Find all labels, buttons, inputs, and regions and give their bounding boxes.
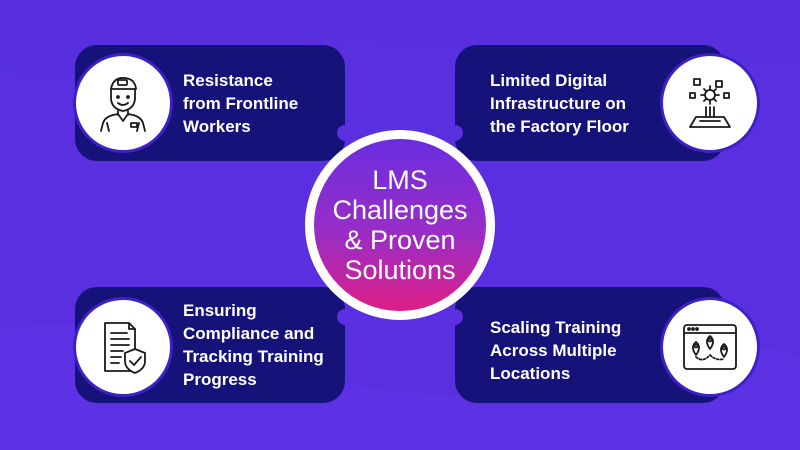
card-notch <box>337 309 353 325</box>
card-notch <box>447 125 463 141</box>
compliance-document-icon <box>73 297 173 397</box>
frontline-worker-icon <box>73 53 173 153</box>
center-circle: LMS Challenges & Proven Solutions <box>314 139 486 311</box>
card-text-digital-infrastructure: Limited Digital Infrastructure on the Fa… <box>490 71 629 136</box>
card-notch <box>447 309 463 325</box>
center-title: LMS Challenges & Proven Solutions <box>332 165 468 285</box>
card-text-scaling-training: Scaling Training Across Multiple Locatio… <box>490 318 622 383</box>
multiple-locations-icon <box>660 297 760 397</box>
digital-infrastructure-icon <box>660 53 760 153</box>
card-text-compliance-tracking: Ensuring Compliance and Tracking Trainin… <box>183 301 324 389</box>
card-text-frontline-workers: Resistance from Frontline Workers <box>183 71 299 136</box>
card-notch <box>337 125 353 141</box>
